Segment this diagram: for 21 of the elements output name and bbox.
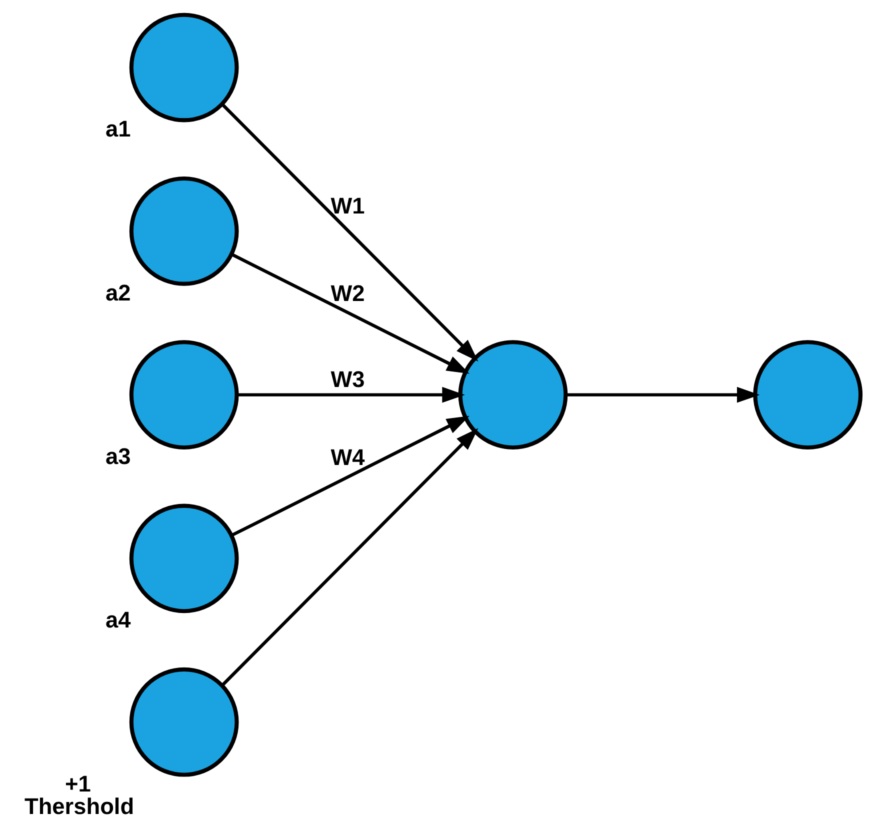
node-circle xyxy=(128,12,238,122)
arrow xyxy=(220,103,478,362)
edge-label: W1 xyxy=(330,192,364,219)
node-circle xyxy=(128,504,238,614)
arrow xyxy=(230,416,469,537)
edge-label: W2 xyxy=(330,280,364,306)
node-circle xyxy=(128,667,238,777)
arrow xyxy=(220,428,478,686)
arrow xyxy=(230,252,469,374)
edge-label: W4 xyxy=(330,444,364,470)
node-circle xyxy=(128,176,238,286)
node-circle xyxy=(128,340,238,450)
node-circle xyxy=(458,340,568,450)
node-label: a2 xyxy=(104,279,130,306)
node-circle xyxy=(752,340,862,450)
arrow xyxy=(566,386,760,403)
edge-label: W3 xyxy=(330,366,364,392)
node-label: a4 xyxy=(104,606,130,633)
node-label: a3 xyxy=(104,443,130,469)
node-label: a1 xyxy=(104,116,130,142)
arrow xyxy=(236,386,464,403)
